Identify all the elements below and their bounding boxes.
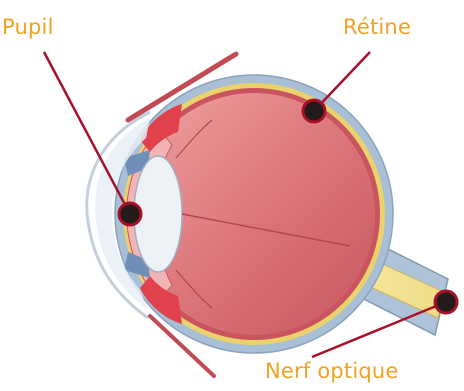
retine-label: Rétine bbox=[343, 17, 411, 38]
pupil-marker bbox=[119, 203, 141, 225]
retine-marker bbox=[303, 100, 325, 122]
nerf-optique-marker bbox=[435, 291, 457, 313]
nerf-optique-label: Nerf optique bbox=[265, 361, 399, 382]
pupil-label: Pupil bbox=[2, 17, 54, 38]
